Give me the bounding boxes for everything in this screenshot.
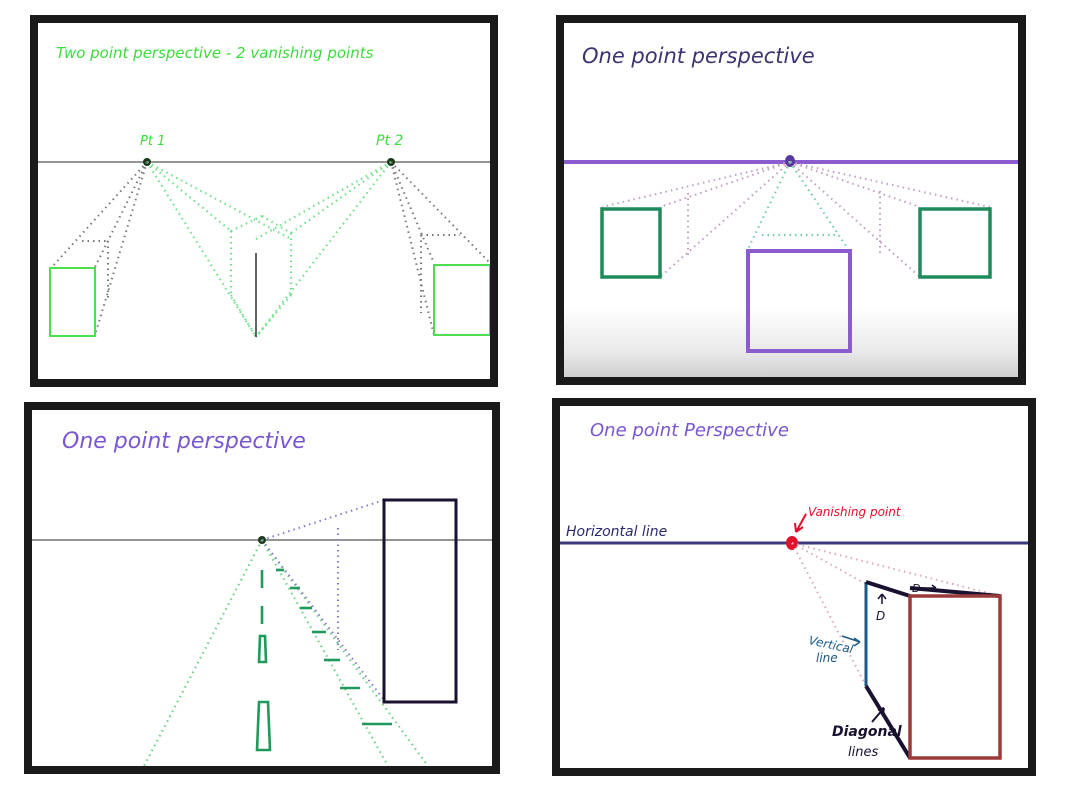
d-label-top: D xyxy=(912,582,920,595)
d-arrow-right xyxy=(922,584,937,592)
one-point-road-panel: One point perspective xyxy=(24,402,500,774)
left-box xyxy=(600,207,662,279)
left-box-guides xyxy=(51,161,148,336)
vp2-label: Pt 2 xyxy=(376,133,403,149)
d-label-vertical: D xyxy=(876,609,885,623)
panel-title: One point Perspective xyxy=(590,420,789,441)
road-edges xyxy=(143,539,429,766)
vanishing-point-arrow xyxy=(794,513,807,533)
right-box-guides xyxy=(390,161,490,336)
center-box xyxy=(746,249,852,353)
vanishing-point xyxy=(785,155,795,167)
one-point-boxes-panel: One point perspective xyxy=(556,15,1026,385)
one-point-labeled-drawing: One point Perspective Horizontal line Va… xyxy=(560,420,1028,760)
d-arrow-up xyxy=(877,593,887,604)
diagonal-label-2: lines xyxy=(848,745,878,760)
diagonal-label-1: Diagonal xyxy=(832,724,902,740)
vertical-line-label-2: line xyxy=(816,651,838,665)
road-dashes xyxy=(255,568,392,752)
center-box-guides xyxy=(747,161,849,250)
building-guides xyxy=(261,499,385,701)
one-point-boxes-drawing: One point perspective xyxy=(564,44,1018,353)
front-face xyxy=(908,594,1002,760)
horizon-label: Horizontal line xyxy=(566,524,667,540)
right-box xyxy=(433,264,490,336)
diagonal-arrow xyxy=(871,707,885,723)
vp1-label: Pt 1 xyxy=(140,134,165,149)
one-point-labeled-panel: One point Perspective Horizontal line Va… xyxy=(552,398,1036,776)
building xyxy=(382,498,458,704)
panel-title: Two point perspective - 2 vanishing poin… xyxy=(56,44,374,62)
panel-title: One point perspective xyxy=(62,429,306,454)
two-point-drawing: Two point perspective - 2 vanishing poin… xyxy=(38,44,490,338)
center-box-guides xyxy=(146,161,392,338)
one-point-road-drawing: One point perspective xyxy=(32,429,492,766)
right-box xyxy=(918,207,992,279)
vertical-line-arrow xyxy=(841,635,861,647)
vanishing-point-label: Vanishing point xyxy=(808,505,902,519)
panel-title: One point perspective xyxy=(582,44,815,68)
perspective-guides xyxy=(601,161,991,278)
left-box xyxy=(49,267,96,337)
two-point-perspective-panel: Two point perspective - 2 vanishing poin… xyxy=(30,15,498,387)
